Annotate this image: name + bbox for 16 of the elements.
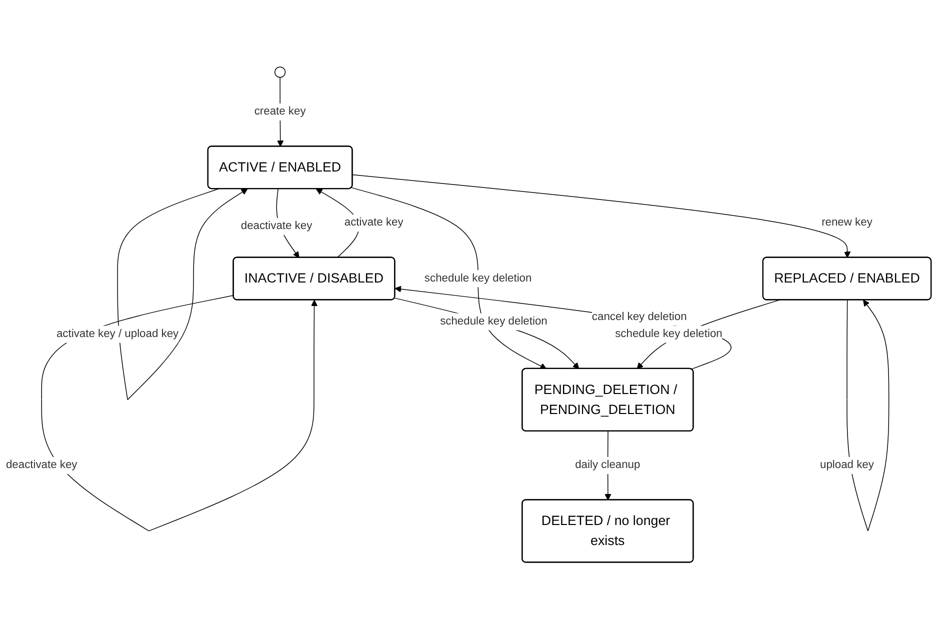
edge-label: schedule key deletion <box>424 272 532 284</box>
edge-label: create key <box>254 104 306 118</box>
edge-label: deactivate key <box>240 219 312 232</box>
edge-label: schedule key deletion <box>615 327 722 340</box>
arrow <box>352 174 851 258</box>
edge-label: cancel key deletion <box>592 310 687 323</box>
arrow <box>394 298 580 370</box>
edge-label: activate key / upload key <box>56 327 179 340</box>
edge-label: schedule key deletion <box>440 314 548 328</box>
edge-label: daily cleanup <box>575 458 640 472</box>
node-circle <box>274 66 286 78</box>
edge-label: deactivate key <box>6 458 78 472</box>
arrow <box>351 187 547 370</box>
edge-label: activate key <box>344 216 404 229</box>
edge-label: renew key <box>822 216 872 229</box>
edge-label: upload key <box>820 458 874 472</box>
